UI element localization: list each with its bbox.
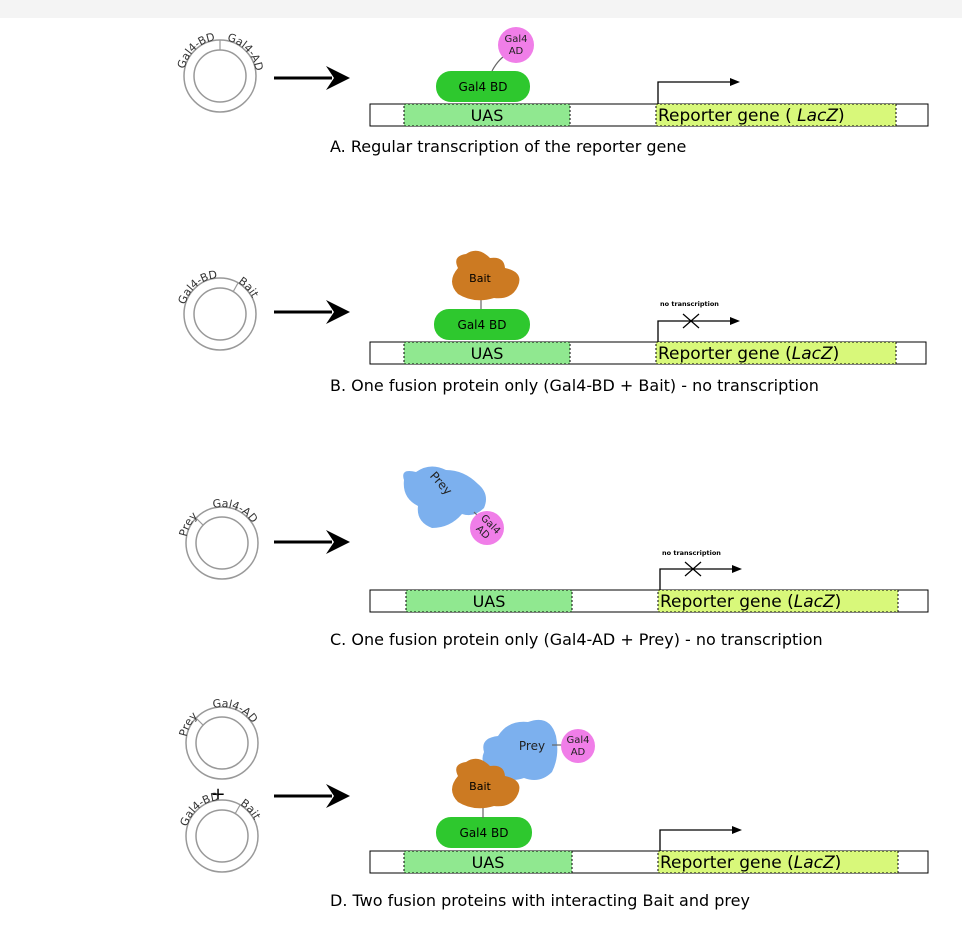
uas-box <box>403 103 571 127</box>
svg-text:Gal4: Gal4 <box>566 735 589 746</box>
caption-b: B. One fusion protein only (Gal4-BD + Ba… <box>330 376 819 395</box>
plasmid-label-1: Prey <box>177 709 201 738</box>
svg-text:AD: AD <box>509 46 524 57</box>
prey-d: Prey <box>482 719 558 780</box>
plasmid-a: Gal4-BD Gal4-AD <box>175 30 266 113</box>
transcription-arrow-d <box>659 826 742 851</box>
gal4-bd-b: Gal4 BD <box>434 309 530 340</box>
plasmid-label-1: Gal4-BD <box>175 30 216 70</box>
svg-text:Prey: Prey <box>519 739 545 753</box>
svg-text:Gal4 BD: Gal4 BD <box>458 318 507 332</box>
dna-b: UAS Reporter gene (LacZ) <box>369 341 927 365</box>
bait-b: Bait <box>452 250 520 301</box>
gal4-ad-a: Gal4 AD <box>498 27 534 63</box>
plasmid-d-1: Prey Gal4-AD <box>177 697 260 780</box>
transcription-arrow-c: no transcription <box>659 549 742 590</box>
arrow-c <box>274 530 350 554</box>
panel-c: Prey Gal4-AD UAS Reporter gene (LacZ) no… <box>177 466 929 649</box>
panel-a: Gal4-BD Gal4-AD UAS Reporter gene ( LacZ… <box>175 27 929 156</box>
panel-b: Gal4-BD Bait UAS Reporter gene (LacZ) no… <box>176 250 927 395</box>
transcription-arrow-a <box>657 78 740 104</box>
uas-label: UAS <box>471 344 504 363</box>
plasmid-label-2: Gal4-AD <box>226 31 266 72</box>
uas-label: UAS <box>473 592 506 611</box>
plasmid-b: Gal4-BD Bait <box>176 268 261 351</box>
transcription-arrow-b: no transcription <box>657 300 740 342</box>
gal4-bd-a: Gal4 BD <box>436 71 530 102</box>
reporter-label: Reporter gene (LacZ) <box>658 344 839 364</box>
top-strip <box>0 0 962 18</box>
reporter-label: Reporter gene (LacZ) <box>660 853 841 873</box>
no-transcription-label: no transcription <box>662 549 721 557</box>
reporter-box <box>657 589 899 613</box>
reporter-box <box>655 103 897 127</box>
prey-c: Prey <box>403 466 486 528</box>
caption-c: C. One fusion protein only (Gal4-AD + Pr… <box>330 630 823 649</box>
arrow-b <box>274 300 350 324</box>
uas-box <box>403 341 571 365</box>
uas-label: UAS <box>471 106 504 125</box>
plasmid-label-1: Gal4-BD <box>176 268 219 306</box>
plasmid-label-1: Prey <box>177 509 201 538</box>
svg-text:Gal4: Gal4 <box>504 34 527 45</box>
reporter-box <box>655 341 897 365</box>
arrow-d <box>274 784 350 808</box>
no-transcription-label: no transcription <box>660 300 719 308</box>
gal4-ad-d: Gal4 AD <box>561 729 595 763</box>
gal4-ad-c: Gal4 AD <box>470 511 504 545</box>
svg-text:Gal4 BD: Gal4 BD <box>460 826 509 840</box>
svg-text:AD: AD <box>571 747 586 758</box>
dna-a: UAS Reporter gene ( LacZ) <box>369 103 929 127</box>
dna-d: UAS Reporter gene (LacZ) <box>369 850 929 874</box>
reporter-label: Reporter gene ( LacZ) <box>658 106 845 126</box>
plasmid-label-1: Gal4-BD <box>178 790 221 828</box>
uas-box <box>405 589 573 613</box>
reporter-box <box>657 850 899 874</box>
dna-c: UAS Reporter gene (LacZ) <box>369 589 929 613</box>
arrow-a <box>274 66 350 90</box>
caption-d: D. Two fusion proteins with interacting … <box>330 891 750 910</box>
uas-box <box>403 850 573 874</box>
gal4-bd-d: Gal4 BD <box>436 817 532 848</box>
panel-d: Prey Gal4-AD + Gal4-BD Bait UAS <box>177 697 929 910</box>
svg-text:Bait: Bait <box>469 272 491 285</box>
plasmid-c: Prey Gal4-AD <box>177 497 260 580</box>
bait-d: Bait <box>452 758 520 809</box>
caption-a: A. Regular transcription of the reporter… <box>330 137 686 156</box>
uas-label: UAS <box>472 853 505 872</box>
svg-text:Bait: Bait <box>469 780 491 793</box>
reporter-label: Reporter gene (LacZ) <box>660 592 841 612</box>
svg-text:Gal4 BD: Gal4 BD <box>459 80 508 94</box>
